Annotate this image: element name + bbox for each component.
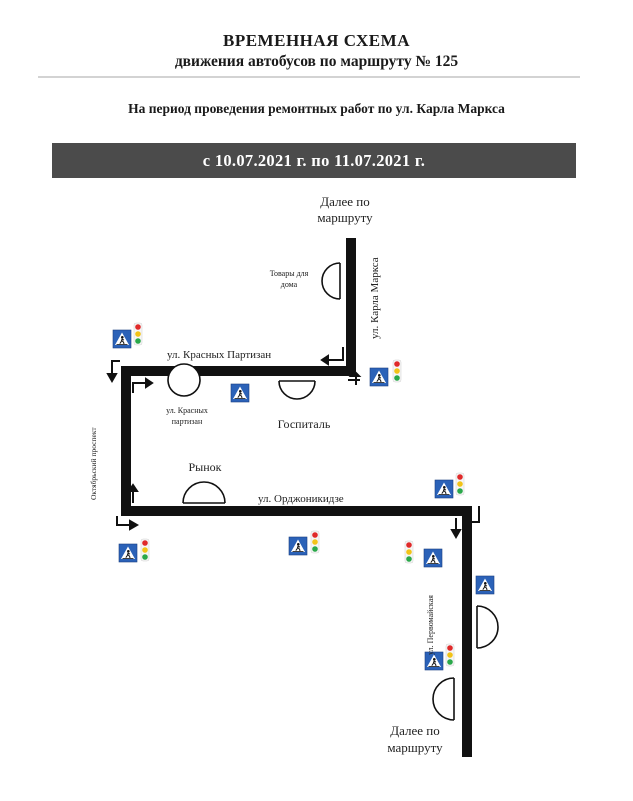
stop-label-market: Рынок <box>189 460 222 474</box>
street-label-oktyabrsky: Октябрьский проспект <box>89 427 98 500</box>
crosswalk-sign-icon <box>118 543 138 563</box>
continue-top-line2: маршруту <box>317 210 373 225</box>
stop-market-marker <box>182 481 226 504</box>
street-label-krasnykh-partizan: ул. Красных Партизан <box>167 349 271 361</box>
stop-label-krasnykh-line1: ул. Красных <box>166 406 208 415</box>
stop-label-krasnykh-line2: партизан <box>172 417 203 426</box>
crosswalk-sign-icon <box>288 536 308 556</box>
traffic-light-icon <box>392 359 402 383</box>
street-label-karl-marx: ул. Карла Маркса <box>369 257 381 339</box>
crosswalk-sign-icon <box>423 548 443 568</box>
crosswalk-sign-icon <box>112 329 132 349</box>
page-title: ВРЕМЕННАЯ СХЕМА <box>223 31 410 50</box>
street-label-pervomaiskaya: ул. Первомайская <box>426 595 435 655</box>
continue-bottom-line1: Далее по <box>390 723 440 738</box>
period-note: На период проведения ремонтных работ по … <box>128 101 505 116</box>
traffic-light-icon <box>140 538 150 562</box>
traffic-light-icon <box>133 322 143 346</box>
traffic-light-icon <box>404 540 414 564</box>
route-line <box>121 238 472 757</box>
crosswalk-sign-icon <box>434 479 454 499</box>
continue-top-line1: Далее по <box>320 194 370 209</box>
traffic-light-icon <box>310 530 320 554</box>
stop-pervomaiskaya-left-marker <box>432 677 455 721</box>
traffic-light-icon <box>445 643 455 667</box>
stop-tovary-marker <box>321 262 341 300</box>
dates-banner: с 10.07.2021 г. по 11.07.2021 г. <box>52 143 576 178</box>
street-label-ordzhonikidze: ул. Орджоникидзе <box>258 493 344 505</box>
crosswalk-sign-icon <box>475 575 495 595</box>
stop-label-tovary-line1: Товары для <box>270 269 309 278</box>
title-divider <box>38 76 580 78</box>
crosswalk-sign-icon <box>230 383 250 403</box>
page-subtitle: движения автобусов по маршруту № 125 <box>174 53 459 70</box>
stop-label-hospital: Госпиталь <box>278 417 331 431</box>
stop-hospital-marker <box>278 380 316 400</box>
stop-pervomaiskaya-right-marker <box>476 605 499 649</box>
crosswalk-sign-icon <box>369 367 389 387</box>
stop-label-tovary-line2: дома <box>281 280 298 289</box>
continue-bottom-line2: маршруту <box>387 740 443 755</box>
traffic-light-icon <box>455 472 465 496</box>
direction-arrows <box>106 347 480 540</box>
roundabout-circle <box>167 363 201 397</box>
